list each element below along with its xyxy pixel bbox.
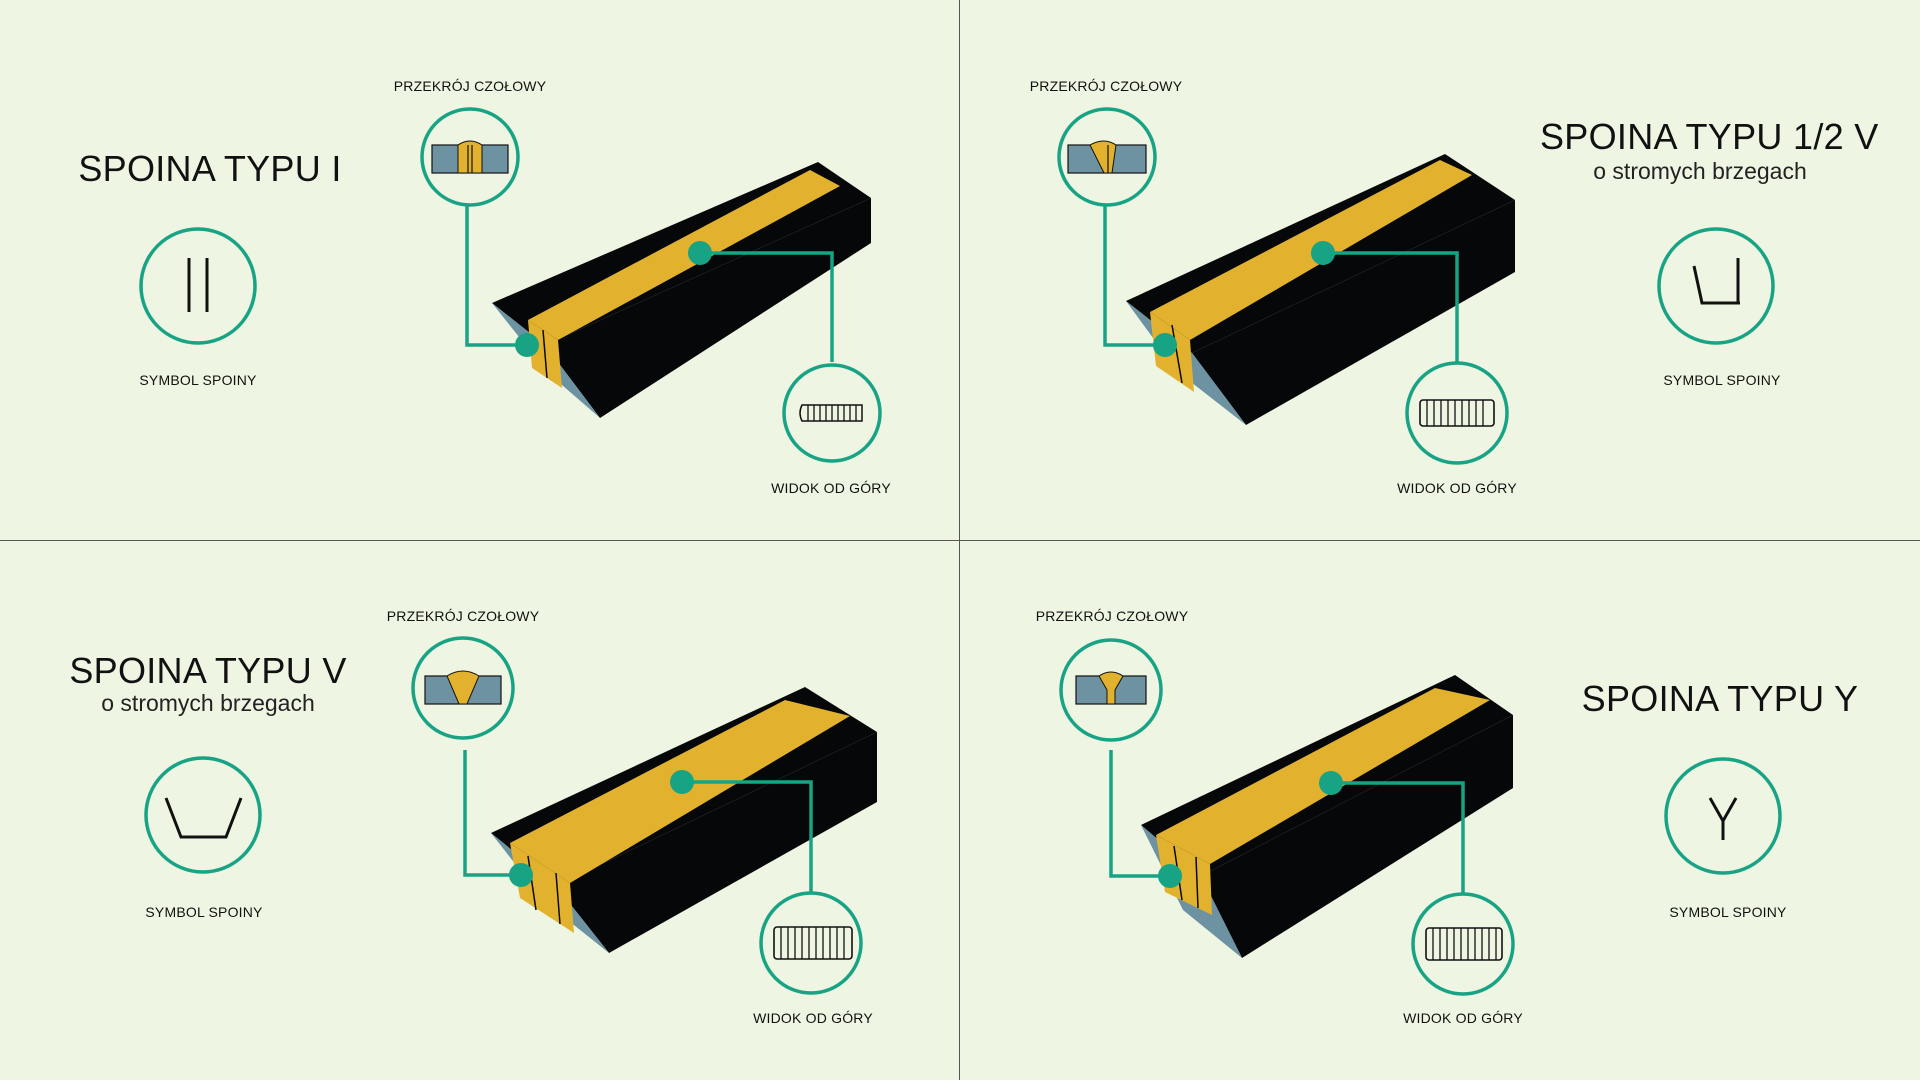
symbol-label: SYMBOL SPOINY <box>1669 904 1787 920</box>
cross-section-marker <box>1153 333 1177 357</box>
top-view-label: WIDOK OD GÓRY <box>771 480 891 496</box>
connector-top-view <box>1323 251 1459 362</box>
symbol-label: SYMBOL SPOINY <box>1663 372 1781 388</box>
top-view-marker <box>670 770 694 794</box>
cross-section-label: PRZEKRÓJ CZOŁOWY <box>1029 78 1183 94</box>
connector-cross-section <box>463 750 521 877</box>
horizontal-divider <box>0 540 1920 541</box>
v-groove-icon <box>144 756 262 874</box>
top-view-marker <box>688 241 712 265</box>
cross-section-marker <box>1158 864 1182 888</box>
connector-cross-section <box>465 205 527 347</box>
panel-title: SPOINA TYPU V <box>69 650 347 691</box>
weld-plate-3d <box>492 162 871 418</box>
cross-section-label: PRZEKRÓJ CZOŁOWY <box>393 78 547 94</box>
cross-section-callout <box>1057 107 1157 207</box>
symbol-label: SYMBOL SPOINY <box>145 904 263 920</box>
cross-section-callout <box>1059 638 1163 742</box>
panel-title: SPOINA TYPU I <box>78 148 342 189</box>
panel-type-i: SPOINA TYPU I SYMBOL SPOINY PRZEKRÓJ CZO… <box>0 0 960 540</box>
connector-cross-section <box>1109 750 1170 878</box>
connector-top-view <box>1331 781 1465 893</box>
top-view-label: WIDOK OD GÓRY <box>1403 1010 1523 1026</box>
top-view-marker <box>1319 771 1343 795</box>
cross-section-marker <box>509 863 533 887</box>
top-view-marker <box>1311 241 1335 265</box>
panel-type-y: SPOINA TYPU Y SYMBOL SPOINY PRZEKRÓJ CZO… <box>960 540 1920 1080</box>
connector-top-view <box>682 780 813 892</box>
panel-subtitle: o stromych brzegach <box>101 690 315 716</box>
panel-type-half-v: SPOINA TYPU 1/2 V o stromych brzegach SY… <box>960 0 1920 540</box>
top-view-callout <box>782 363 882 463</box>
connector-cross-section <box>1103 205 1165 347</box>
top-view-callout <box>1411 892 1515 996</box>
panel-type-half-v-art <box>1057 107 1775 465</box>
panel-subtitle: o stromych brzegach <box>1593 158 1807 184</box>
panel-type-i-art <box>139 107 882 463</box>
cross-section-callout <box>420 107 520 207</box>
top-view-label: WIDOK OD GÓRY <box>1397 480 1517 496</box>
panel-title: SPOINA TYPU 1/2 V <box>1540 116 1879 157</box>
top-view-callout <box>759 891 863 995</box>
cross-section-label: PRZEKRÓJ CZOŁOWY <box>386 608 540 624</box>
cross-section-marker <box>515 333 539 357</box>
panel-type-y-art <box>1059 638 1782 996</box>
panel-type-v-art <box>144 636 877 995</box>
symbol-label: SYMBOL SPOINY <box>139 372 257 388</box>
top-view-label: WIDOK OD GÓRY <box>753 1010 873 1026</box>
panel-title: SPOINA TYPU Y <box>1581 678 1859 719</box>
double-vertical-lines-icon <box>139 227 257 345</box>
panel-type-v: SPOINA TYPU V o stromych brzegach SYMBOL… <box>0 540 960 1080</box>
connector-top-view <box>700 251 834 362</box>
half-v-groove-icon <box>1657 227 1775 345</box>
top-view-callout <box>1405 361 1509 465</box>
y-groove-icon <box>1664 757 1782 875</box>
cross-section-callout <box>411 636 515 740</box>
cross-section-label: PRZEKRÓJ CZOŁOWY <box>1035 608 1189 624</box>
